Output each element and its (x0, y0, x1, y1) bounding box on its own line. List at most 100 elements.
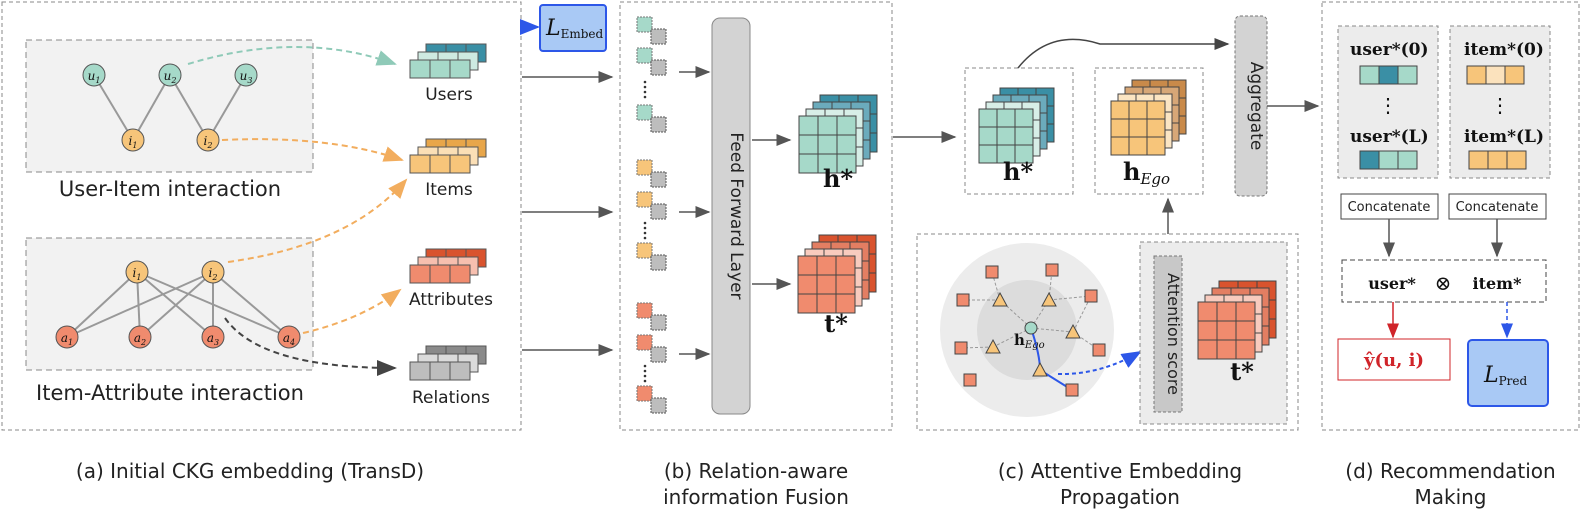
h-star-b-cell (817, 115, 838, 136)
users-embedding-cell (429, 59, 451, 79)
attr-pair-tail (650, 314, 667, 331)
t-star-label-c: t* (1230, 357, 1254, 386)
ellipsis-dot (643, 226, 647, 230)
user-pair-tail (650, 28, 667, 45)
attr-node-a4: a4 (277, 325, 301, 349)
t-star-c-cell (1197, 339, 1218, 360)
item-layer0-vector-cell (1466, 65, 1487, 85)
neighbor-edge (1072, 295, 1092, 333)
items-embed-arrow-1 (221, 138, 404, 162)
h-star-b-cell (798, 115, 819, 136)
h-star-c-cell (978, 126, 998, 146)
attr-pair-head (636, 302, 653, 319)
item-pair-tail (650, 254, 667, 271)
item-neighbor-node (992, 291, 1008, 307)
attr-node-a1: a1 (55, 325, 79, 349)
item-layerL-vector-cell (1487, 150, 1508, 170)
attention-score-bar (1153, 255, 1183, 413)
user-pair-head (636, 104, 653, 121)
ellipsis-dot (643, 374, 647, 378)
combine-item: item* (1473, 274, 1523, 293)
ego-edge (999, 299, 1032, 329)
attribute-neighbor-node (1092, 343, 1106, 357)
ellipsis-dot (643, 369, 647, 373)
attr-pair-tail (650, 397, 667, 414)
users-embedding-cell (409, 59, 431, 79)
user-layer0-vector-cell (1359, 65, 1380, 85)
user-pair-head (636, 47, 653, 64)
item-node-i2: i2 (196, 128, 220, 152)
user-node-u1: u1 (82, 63, 106, 87)
attribute-neighbor-node (1065, 383, 1079, 397)
aggregate-label: Aggregate (1246, 62, 1266, 151)
items-embedding-cell (409, 154, 431, 174)
item-pair-tail (650, 203, 667, 220)
users-label: Users (425, 85, 473, 105)
h-star-c-cell (978, 144, 998, 164)
h-ego-cell (1110, 118, 1130, 138)
relations-embedding-cell (409, 361, 431, 381)
items-embedding-stack (409, 138, 487, 174)
pred-loss-label: LPred (1483, 363, 1528, 388)
attribute-neighbor-node (985, 265, 999, 279)
svg-text:i2: i2 (204, 134, 213, 150)
item-layer0-vector-cell (1485, 65, 1506, 85)
item-concat-box (1448, 193, 1547, 220)
items-label: Items (425, 180, 473, 200)
attributes-label: Attributes (409, 290, 493, 310)
prediction-label: ŷ(u, i) (1363, 350, 1424, 371)
relations-label: Relations (412, 388, 490, 408)
panel-a-frame (1, 1, 522, 431)
h-star-b-cell (817, 134, 838, 155)
user-layer0-vector-cell (1378, 65, 1399, 85)
caption-d-line2: Making (1414, 485, 1487, 509)
item-pair-tail (650, 171, 667, 188)
caption-c-line2: Propagation (1060, 485, 1180, 509)
item-node-i1: i1 (121, 128, 145, 152)
h-star-c-cell (1014, 144, 1034, 164)
h-ego-cell (1110, 136, 1130, 156)
pairs-to-ffl-arrows (679, 66, 711, 360)
attr-pair-head (636, 385, 653, 402)
user-layerL-vector-cell (1378, 150, 1399, 170)
pred-loss-box (1467, 339, 1549, 407)
item-neighbor-node (1041, 291, 1057, 307)
h-ego-cell (1110, 100, 1130, 120)
attribute-neighbor-node (1045, 263, 1059, 277)
t-star-b-cell (816, 255, 837, 276)
attention-arrow (1057, 351, 1142, 376)
caption-a: (a) Initial CKG embedding (TransD) (75, 459, 425, 483)
t-star-b-cell (835, 293, 856, 314)
users-embedding-cell (449, 59, 471, 79)
caption-b-line2: information Fusion (663, 485, 849, 509)
h-ego-cell (1146, 136, 1166, 156)
t-star-label: t* (824, 309, 848, 338)
t-star-b-cell (797, 274, 818, 295)
user-concat-label: Concatenate (1348, 200, 1431, 215)
item-concat-label: Concatenate (1456, 200, 1539, 215)
t-star-b-cell (835, 274, 856, 295)
user-item-box (25, 39, 314, 173)
item-pair-head (636, 191, 653, 208)
t-star-c-cell (1235, 339, 1256, 360)
attributes-embedding-cell (429, 264, 451, 284)
h-star-stack (798, 94, 878, 174)
user-pair-head (636, 16, 653, 33)
ego-center-label: hEgo (1014, 331, 1045, 351)
t-star-c-cell (1216, 301, 1237, 322)
user-layerL-vector-cell (1397, 150, 1418, 170)
embed-loss-label: LEmbed (545, 16, 604, 41)
h-star-b-cell (836, 115, 857, 136)
h-star-c-cell (1014, 126, 1034, 146)
panel-d-frame (1321, 1, 1580, 431)
user-layerL-label: user*(L) (1350, 127, 1429, 147)
item-node-i1-b: i1 (125, 260, 149, 284)
ellipsis-dot (643, 80, 647, 84)
item-layerL-vector-cell (1506, 150, 1527, 170)
ellipsis-dot (643, 85, 647, 89)
h-ego-box (1094, 67, 1204, 195)
item-neighbor-node (985, 338, 1001, 354)
